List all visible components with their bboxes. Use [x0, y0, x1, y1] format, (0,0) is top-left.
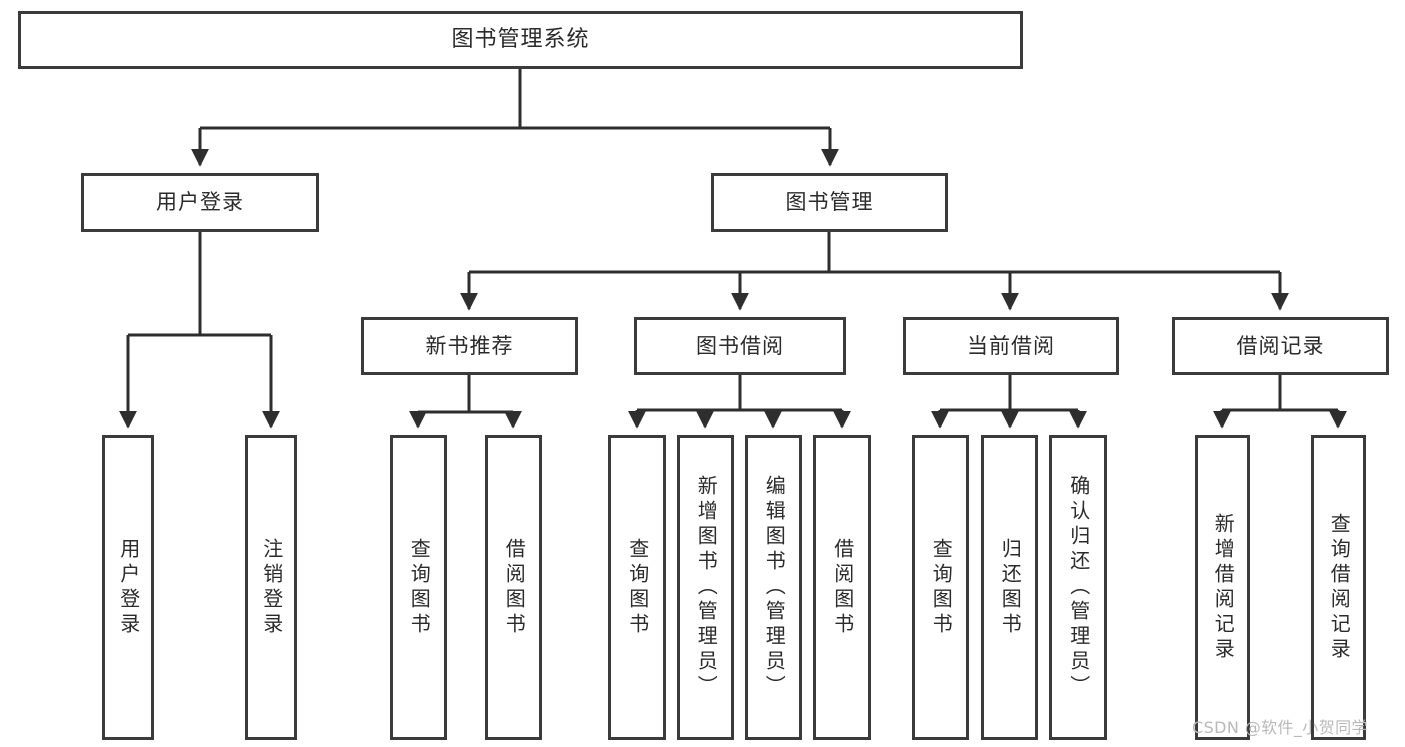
node-leaf-query-book-3-label: 查询图书 [929, 537, 954, 638]
node-leaf-borrow-book-2[interactable]: 借阅图书 [813, 435, 871, 740]
node-leaf-query-book-2-label: 查询图书 [625, 537, 650, 638]
node-leaf-add-record[interactable]: 新增借阅记录 [1195, 435, 1250, 740]
node-borrow-record-label: 借阅记录 [1236, 333, 1325, 358]
watermark-text: CSDN @软件_小贺同学 [1192, 718, 1368, 737]
node-root[interactable]: 图书管理系统 [18, 11, 1023, 69]
node-leaf-edit-book-label: 编辑图书（管理员） [762, 475, 787, 700]
node-leaf-add-book[interactable]: 新增图书（管理员） [677, 435, 734, 740]
node-book-borrow-label: 图书借阅 [696, 333, 784, 358]
node-current-borrow-label: 当前借阅 [967, 333, 1055, 358]
node-leaf-borrow-book-2-label: 借阅图书 [830, 537, 855, 638]
node-current-borrow[interactable]: 当前借阅 [903, 317, 1119, 375]
node-leaf-user-login[interactable]: 用户登录 [102, 435, 154, 740]
node-leaf-confirm-return-label: 确认归还（管理员） [1066, 475, 1091, 700]
node-leaf-edit-book[interactable]: 编辑图书（管理员） [745, 435, 802, 740]
node-new-book-recommend-label: 新书推荐 [425, 333, 514, 358]
node-book-borrow[interactable]: 图书借阅 [634, 317, 846, 375]
node-leaf-add-book-label: 新增图书（管理员） [694, 475, 719, 700]
node-user-login[interactable]: 用户登录 [81, 173, 319, 232]
node-leaf-query-book-3[interactable]: 查询图书 [912, 435, 969, 740]
node-leaf-query-book-1-label: 查询图书 [407, 537, 432, 638]
node-root-label: 图书管理系统 [451, 27, 590, 53]
node-leaf-query-book-1[interactable]: 查询图书 [390, 435, 447, 740]
node-leaf-query-record[interactable]: 查询借阅记录 [1311, 435, 1366, 740]
node-leaf-add-record-label: 新增借阅记录 [1211, 512, 1236, 663]
node-leaf-confirm-return[interactable]: 确认归还（管理员） [1049, 435, 1107, 740]
node-book-management-label: 图书管理 [785, 190, 874, 215]
node-leaf-user-login-label: 用户登录 [116, 537, 141, 638]
node-book-management[interactable]: 图书管理 [711, 173, 948, 232]
node-borrow-record[interactable]: 借阅记录 [1172, 317, 1389, 375]
node-user-login-label: 用户登录 [156, 190, 244, 215]
node-leaf-borrow-book-1[interactable]: 借阅图书 [485, 435, 542, 740]
node-leaf-return-book[interactable]: 归还图书 [981, 435, 1038, 740]
node-leaf-return-book-label: 归还图书 [998, 537, 1023, 638]
node-leaf-logout-label: 注销登录 [259, 537, 284, 638]
node-leaf-query-record-label: 查询借阅记录 [1327, 512, 1352, 663]
node-leaf-borrow-book-1-label: 借阅图书 [502, 537, 527, 638]
node-leaf-query-book-2[interactable]: 查询图书 [608, 435, 666, 740]
node-leaf-logout[interactable]: 注销登录 [245, 435, 297, 740]
node-new-book-recommend[interactable]: 新书推荐 [361, 317, 578, 375]
